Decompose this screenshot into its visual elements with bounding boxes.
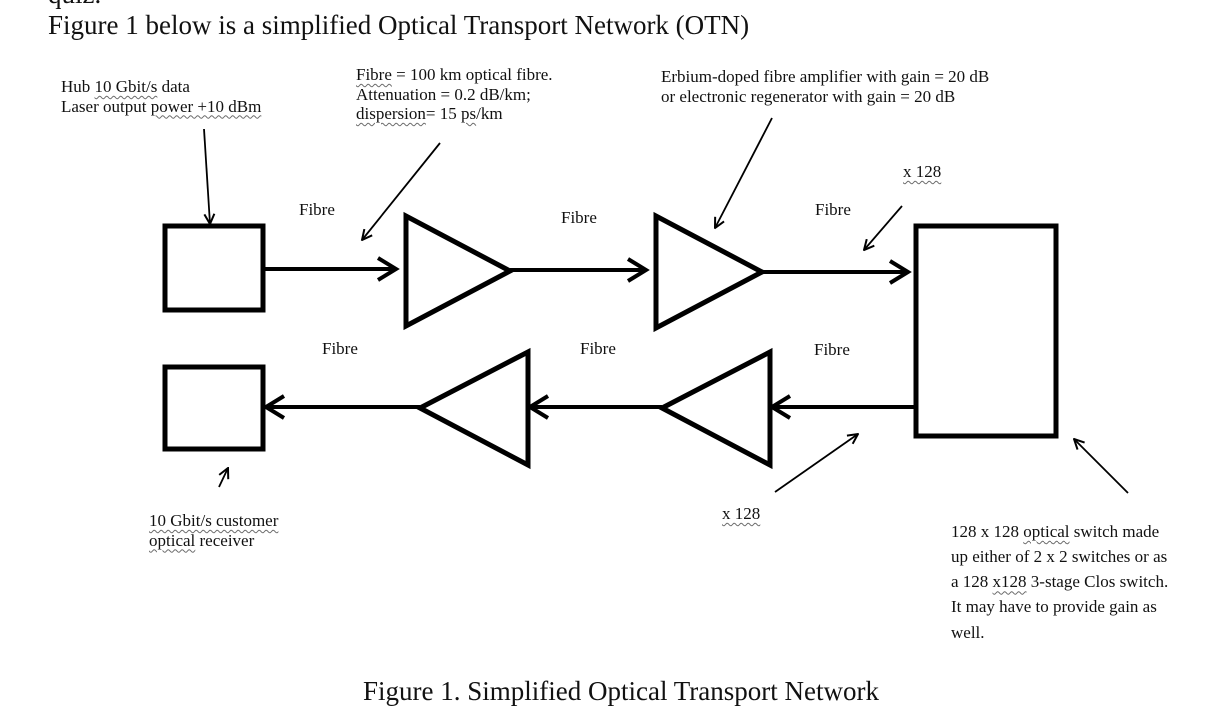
switch-line-3: a 128 x128 3-stage Clos switch. — [951, 569, 1168, 594]
receiver-word: receiver — [195, 530, 255, 550]
arrow-right-icon — [376, 256, 400, 282]
fibre-spec-line-1: Fibre = 100 km optical fibre. — [356, 65, 553, 85]
receiver-box — [162, 364, 266, 452]
top-multiplier-label: x 128 — [903, 162, 942, 181]
receiver-line-1: 10 Gbit/s customer — [149, 511, 278, 531]
amplifier-line-1: Erbium-doped fibre amplifier with gain =… — [661, 67, 990, 86]
receiver-optical-word: optical — [149, 530, 196, 550]
hub-rate-text: 10 Gbit/s — [94, 77, 158, 96]
switch-x128-text: x128 — [992, 572, 1027, 592]
dispersion-word: dispersion — [356, 104, 426, 124]
laser-output-text: Laser output — [61, 96, 151, 116]
dispersion-unit-ps: ps — [460, 104, 477, 124]
hub-annotation-line-2: Laser output power +10 dBm — [61, 97, 261, 117]
forward-amplifier-1 — [403, 211, 516, 331]
hub-callout-arrow — [203, 128, 210, 224]
hub-text: Hub — [61, 77, 91, 96]
switch-annotation: 128 x 128 optical switch made up either … — [951, 519, 1168, 645]
fibre-label: Fibre — [322, 339, 358, 358]
switch-a-128-text: a 128 — [951, 572, 993, 592]
optical-switch-box — [913, 223, 1059, 439]
hub-data-text: data — [157, 77, 190, 96]
switch-made-text: switch made — [1069, 522, 1160, 541]
switch-callout-arrow — [1074, 439, 1129, 494]
switch-clos-text: 3-stage Clos switch. — [1026, 572, 1169, 592]
fibre-label: Fibre — [299, 200, 335, 219]
fibre-spec-line-2: Attenuation = 0.2 dB/km; — [356, 84, 531, 104]
fibre-length-text: = 100 km optical fibre. — [391, 65, 553, 84]
switch-line-4: It may have to provide gain as — [951, 597, 1157, 617]
switch-line-2: up either of 2 x 2 switches or as — [951, 547, 1168, 567]
arrow-left-icon — [262, 394, 286, 420]
top-partial-text: quiz. — [48, 0, 101, 10]
switch-optical-word: optical — [1023, 522, 1070, 541]
switch-size-text: 128 x 128 — [951, 522, 1024, 541]
fibre-label: Fibre — [815, 200, 851, 219]
forward-amplifier-2 — [653, 211, 768, 333]
arrow-left-icon — [768, 394, 792, 420]
laser-power-text: power +10 dBm — [150, 96, 262, 116]
fibre-label: Fibre — [580, 339, 616, 358]
hub-annotation: Hub 10 Gbit/s data Laser output power +1… — [61, 77, 261, 116]
amplifier-callout-arrow — [715, 117, 773, 228]
bottom-multiplier-callout-arrow — [774, 434, 858, 493]
bottom-multiplier-label: x 128 — [722, 504, 761, 523]
fibre-spec-line-3: dispersion= 15 ps/km — [356, 104, 553, 124]
hub-transmitter-box — [162, 223, 266, 313]
receiver-annotation: 10 Gbit/s customer optical receiver — [149, 511, 278, 550]
amplifier-annotation: Erbium-doped fibre amplifier with gain =… — [661, 67, 989, 106]
switch-line-5: well. — [951, 622, 985, 642]
page-heading: Figure 1 below is a simplified Optical T… — [48, 10, 750, 40]
receiver-callout-arrow — [218, 468, 228, 488]
receiver-line-2: optical receiver — [149, 531, 278, 551]
dispersion-value: = 15 — [425, 104, 461, 124]
backward-amplifier-2 — [656, 347, 773, 470]
figure-caption: Figure 1. Simplified Optical Transport N… — [363, 676, 879, 706]
top-multiplier-callout-arrow — [864, 205, 903, 250]
fibre-callout-arrow — [362, 142, 441, 240]
fibre-spec-annotation: Fibre = 100 km optical fibre. Attenuatio… — [356, 65, 553, 124]
switch-line-1: 128 x 128 optical switch made — [951, 519, 1168, 544]
dispersion-unit-km: /km — [476, 104, 503, 124]
amplifier-line-2: or electronic regenerator with gain = 20… — [661, 86, 956, 106]
arrow-left-icon — [526, 394, 550, 420]
arrow-right-icon — [888, 259, 912, 285]
receiver-rate-text: 10 Gbit/s customer — [149, 511, 279, 530]
hub-annotation-line-1: Hub 10 Gbit/s data — [61, 77, 261, 97]
fibre-word: Fibre — [356, 65, 392, 84]
arrow-right-icon — [626, 257, 650, 283]
backward-amplifier-1 — [414, 347, 531, 470]
fibre-label: Fibre — [561, 208, 597, 227]
fibre-label: Fibre — [814, 340, 850, 359]
